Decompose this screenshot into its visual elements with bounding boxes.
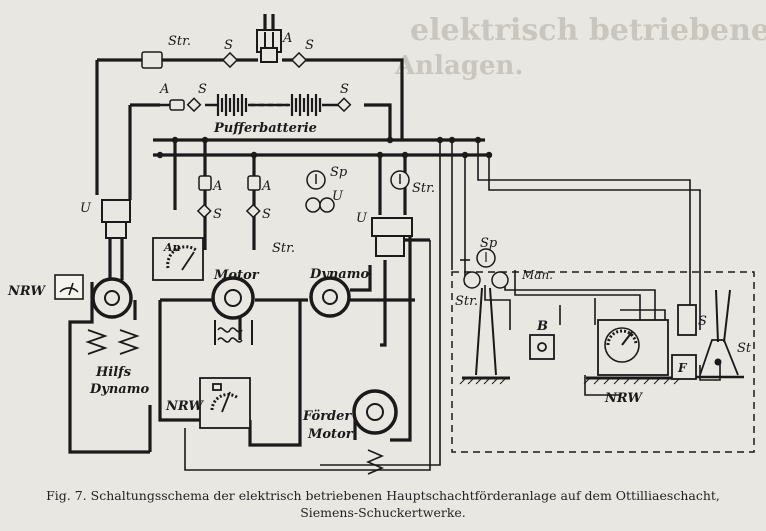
label-f: F bbox=[677, 361, 688, 375]
label-u-left: U bbox=[80, 201, 92, 216]
label-foerder: Förder bbox=[302, 409, 352, 424]
label-hilfs-dynamo: Dynamo bbox=[89, 382, 149, 397]
label-an: An bbox=[163, 241, 181, 254]
switch-s-right bbox=[677, 304, 697, 336]
label-sp-right: Sp bbox=[480, 236, 498, 251]
label-s-motor-right: S bbox=[262, 207, 271, 222]
label-motor: Motor bbox=[213, 268, 260, 283]
fuse-battery-right bbox=[336, 97, 352, 113]
fuses bbox=[141, 51, 352, 219]
label-str-motor: Str. bbox=[272, 241, 295, 256]
motor bbox=[211, 276, 255, 345]
switch-u-right bbox=[371, 217, 413, 257]
control-wiring bbox=[184, 140, 721, 471]
switch-u-left bbox=[101, 199, 131, 239]
fuse-s-top-left bbox=[221, 51, 239, 69]
label-hilfs: Hilfs bbox=[95, 365, 132, 380]
ammeter-str-top bbox=[141, 51, 163, 69]
label-s-right: S bbox=[698, 314, 707, 329]
speed-indicator-sp bbox=[305, 170, 335, 213]
label-s-battery-left: S bbox=[198, 82, 207, 97]
meter-str-right bbox=[390, 170, 410, 190]
fuse-battery-left bbox=[186, 97, 202, 113]
label-nrw-center: NRW bbox=[165, 399, 204, 414]
label-a-motor-right: A bbox=[261, 179, 271, 194]
resistor-nrw-center bbox=[199, 377, 251, 429]
label-a-top: A bbox=[282, 31, 292, 46]
main-switch-top bbox=[256, 29, 282, 63]
fuse-s-top-right bbox=[290, 51, 308, 69]
label-st: St bbox=[737, 341, 752, 356]
bleed-line-2: Anlagen. bbox=[394, 51, 523, 81]
ammeter-motor-right bbox=[247, 175, 261, 191]
control-stand bbox=[459, 248, 510, 385]
label-str-top: Str. bbox=[168, 34, 191, 49]
brake-b bbox=[529, 334, 555, 360]
dynamo bbox=[309, 276, 351, 318]
label-sp-top: Sp bbox=[330, 165, 348, 180]
buffer-battery bbox=[160, 94, 340, 116]
controller-nrw-right bbox=[583, 319, 686, 385]
bleed-through-text: elektrisch betriebener Anlagen. bbox=[394, 13, 766, 81]
fuse-motor-left bbox=[196, 203, 212, 219]
figure-caption: Fig. 7. Schaltungsschema der elektrisch … bbox=[0, 487, 766, 521]
label-dynamo: Dynamo bbox=[309, 267, 369, 282]
bleed-line-1: elektrisch betriebener bbox=[410, 13, 766, 48]
label-nrw-right: NRW bbox=[604, 391, 643, 406]
label-str-right-top: Str. bbox=[412, 181, 435, 196]
dashed-enclosure bbox=[451, 271, 755, 453]
label-s-battery-right: S bbox=[340, 82, 349, 97]
diagram-labels: Str. S A S A S S Pufferbatterie Sp U A A… bbox=[7, 31, 752, 442]
fuse-motor-right bbox=[245, 203, 261, 219]
ammeter-battery bbox=[169, 99, 185, 111]
caption-line-1: Fig. 7. Schaltungsschema der elektrisch … bbox=[46, 488, 720, 503]
label-man: Man. bbox=[521, 268, 553, 282]
hoist-motor bbox=[352, 389, 398, 475]
starter-an bbox=[152, 237, 204, 281]
main-conductors bbox=[68, 14, 492, 454]
label-s-motor-left: S bbox=[213, 207, 222, 222]
lever-st bbox=[696, 289, 744, 379]
ammeter-motor-left bbox=[198, 175, 212, 191]
box-f bbox=[671, 354, 697, 380]
label-str-right: Str. bbox=[455, 294, 478, 309]
label-s-top-left: S bbox=[224, 38, 233, 53]
auxiliary-dynamo bbox=[85, 277, 140, 355]
caption-line-2: Siemens-Schuckertwerke. bbox=[300, 505, 466, 520]
bus-junctions bbox=[156, 136, 493, 159]
label-foerder-motor: Motor bbox=[307, 427, 354, 442]
label-nrw-left: NRW bbox=[7, 284, 46, 299]
label-pufferbatterie: Pufferbatterie bbox=[213, 121, 317, 136]
label-a-battery: A bbox=[159, 82, 169, 97]
label-a-motor-left: A bbox=[212, 179, 222, 194]
label-s-top-right: S bbox=[305, 38, 314, 53]
label-b: B bbox=[536, 319, 548, 334]
label-u-top: U bbox=[332, 189, 344, 204]
label-u-right: U bbox=[356, 211, 368, 226]
meter-nrw-left bbox=[54, 274, 84, 300]
